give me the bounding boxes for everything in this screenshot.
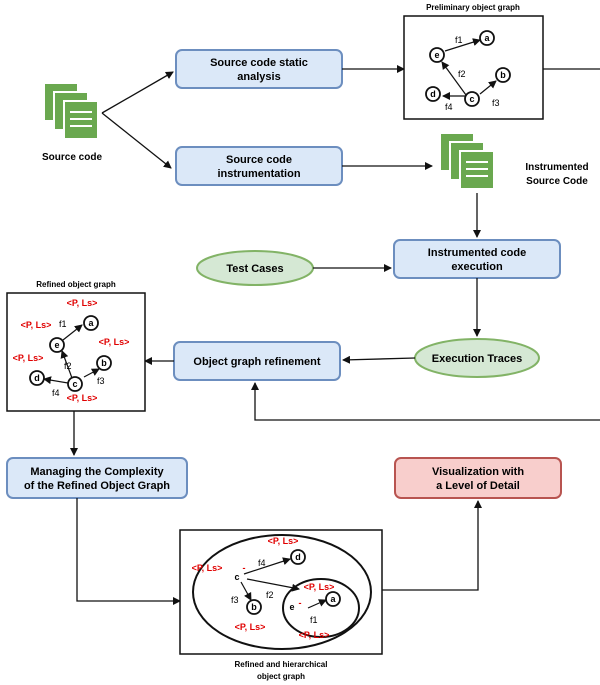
svg-text:e: e: [434, 50, 439, 60]
complexity-box: [6, 457, 188, 499]
svg-text:<P, Ls>: <P, Ls>: [299, 630, 330, 640]
svg-text:f4: f4: [258, 558, 266, 568]
instrumentation-line-2: instrumentation: [217, 168, 300, 180]
svg-text:<P, Ls>: <P, Ls>: [99, 337, 130, 347]
svg-text:-: -: [243, 563, 246, 573]
arrow-traces-to-refinement: [342, 355, 416, 364]
preliminary-graph: a e b d c f1 f2 f3 f4: [425, 30, 511, 112]
svg-text:<P, Ls>: <P, Ls>: [192, 563, 223, 573]
svg-text:-: -: [299, 598, 302, 608]
svg-text:f2: f2: [266, 590, 274, 600]
svg-text:a: a: [88, 318, 94, 328]
source-code-label: Source code: [42, 152, 102, 163]
svg-text:c: c: [72, 379, 77, 389]
hierarchical-graph-title-2: object graph: [257, 672, 305, 681]
svg-text:<P, Ls>: <P, Ls>: [67, 298, 98, 308]
connectors: [70, 65, 600, 605]
arrow-source-to-analysis: [101, 71, 174, 114]
arrow-source-to-instrumentation: [101, 112, 172, 169]
svg-text:c: c: [234, 572, 239, 582]
svg-text:f1: f1: [59, 319, 67, 329]
execution-traces-label: Execution Traces: [432, 353, 523, 365]
svg-text:<P, Ls>: <P, Ls>: [21, 320, 52, 330]
instrumented-source-label-2: Source Code: [526, 176, 588, 187]
arrow-hierarchical-to-visualization: [382, 500, 482, 591]
svg-text:d: d: [295, 552, 301, 562]
svg-text:b: b: [500, 70, 506, 80]
complexity-line-2: of the Refined Object Graph: [24, 480, 170, 492]
static-analysis-line-2: analysis: [237, 71, 280, 83]
svg-text:f3: f3: [231, 595, 239, 605]
svg-text:f3: f3: [97, 376, 105, 386]
svg-text:d: d: [430, 89, 436, 99]
refined-graph-title: Refined object graph: [36, 280, 116, 289]
arrow-complexity-to-hierarchical: [76, 498, 181, 605]
preliminary-graph-title: Preliminary object graph: [426, 3, 520, 12]
hierarchical-graph-frame: [179, 529, 383, 655]
svg-text:<P, Ls>: <P, Ls>: [304, 582, 335, 592]
refined-graph: a e b d c f1 f2 f3 f4 <P, Ls> <P, Ls> <P…: [13, 298, 130, 403]
svg-text:e: e: [54, 340, 59, 350]
svg-text:<P, Ls>: <P, Ls>: [13, 353, 44, 363]
visualization-box: [394, 457, 562, 499]
svg-text:d: d: [34, 373, 40, 383]
instrumented-execution-line-1: Instrumented code: [428, 247, 526, 259]
hierarchical-graph-title-1: Refined and hierarchical: [235, 660, 328, 669]
visualization-line-1: Visualization with: [432, 466, 524, 478]
complexity-line-1: Managing the Complexity: [30, 466, 164, 478]
svg-text:<P, Ls>: <P, Ls>: [235, 622, 266, 632]
preliminary-graph-frame: [403, 15, 544, 120]
arrow-feedback-to-refinement: [251, 382, 600, 421]
svg-text:a: a: [330, 594, 336, 604]
refinement-label: Object graph refinement: [193, 356, 320, 368]
svg-text:f1: f1: [455, 35, 463, 45]
svg-text:<P, Ls>: <P, Ls>: [268, 536, 299, 546]
instrumented-source-label-1: Instrumented: [525, 162, 588, 173]
instrumented-execution-line-2: execution: [451, 261, 503, 273]
visualization-line-2: a Level of Detail: [436, 480, 520, 492]
test-cases-label: Test Cases: [226, 263, 283, 275]
svg-text:b: b: [251, 602, 257, 612]
instrumentation-line-1: Source code: [226, 154, 292, 166]
svg-text:f2: f2: [64, 361, 72, 371]
static-analysis-line-1: Source code static: [210, 57, 308, 69]
svg-text:a: a: [484, 33, 490, 43]
svg-text:f4: f4: [445, 102, 453, 112]
instrumented-source-document-icon: [439, 132, 495, 190]
svg-text:f1: f1: [310, 615, 318, 625]
svg-text:<P, Ls>: <P, Ls>: [67, 393, 98, 403]
svg-text:f3: f3: [492, 98, 500, 108]
hierarchical-graph: d b a c e - - f4 f2 f3 f1 <P, Ls> <P, Ls…: [192, 534, 372, 650]
svg-text:f4: f4: [52, 388, 60, 398]
svg-text:b: b: [101, 358, 107, 368]
source-code-document-icon: [43, 82, 99, 140]
svg-text:f2: f2: [458, 69, 466, 79]
svg-text:e: e: [289, 602, 294, 612]
svg-text:c: c: [469, 94, 474, 104]
